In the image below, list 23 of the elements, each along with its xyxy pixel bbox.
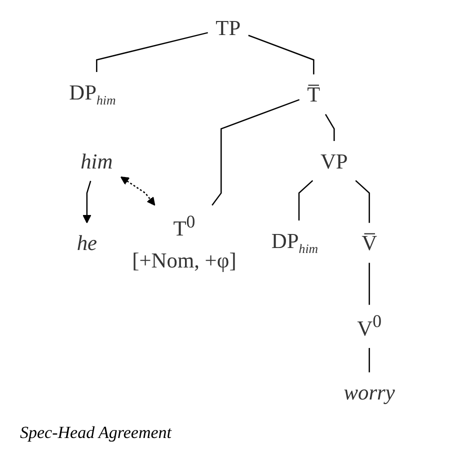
arrow (120, 176, 156, 206)
node-text: him (80, 148, 113, 174)
connector (368, 348, 370, 372)
connector (96, 32, 208, 72)
connector (324, 114, 335, 141)
connector (298, 180, 314, 221)
node-text: he (76, 230, 98, 256)
syntax-tree-drawing: TP DP$_{him}$ T̅ him he T$^{0}$ [+Nom, +φ] VP DP$_{him}$ V̅ V$^{0}$ worry (0, 0, 464, 420)
node-text: T̅ (307, 82, 320, 107)
connector (355, 180, 370, 223)
node-text: TP (216, 16, 241, 40)
node-text: VP (320, 148, 348, 174)
node-text: worry (344, 380, 395, 404)
node-text: DP$_{him}$ (271, 228, 318, 256)
node-text: DP$_{him}$ (69, 80, 116, 108)
node-text: T$^{0}$ [+Nom, +φ] (132, 212, 236, 273)
node-text: V̅ (362, 230, 378, 256)
connector (368, 262, 370, 305)
connector (212, 99, 300, 206)
node-text: V$^{0}$ (357, 312, 382, 340)
connector (248, 34, 314, 74)
note-text: Spec-Head Agreement (20, 423, 172, 443)
arrow (82, 180, 92, 224)
